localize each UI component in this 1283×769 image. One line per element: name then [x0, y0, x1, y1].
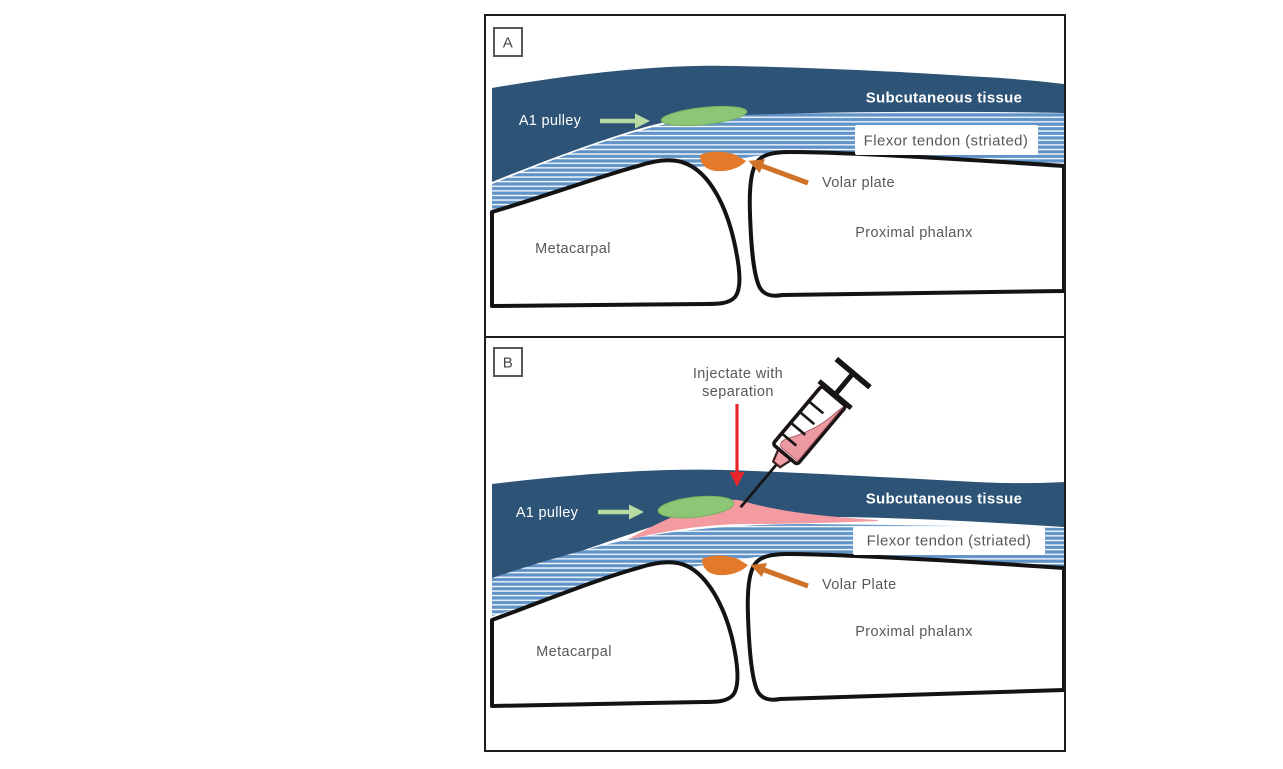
- metacarpal-label-a: Metacarpal: [535, 241, 611, 257]
- volar-plate-arrow-icon-b: [750, 563, 809, 589]
- a1-pulley-label-b: A1 pulley: [516, 505, 579, 521]
- panel-b-illustration: B Injectate with separation Subcutaneous…: [490, 347, 1064, 708]
- panel-tag-box-b: [493, 347, 523, 377]
- panel-tag-b: B: [503, 355, 513, 372]
- flexor-tendon-label-a: Flexor tendon (striated): [864, 133, 1029, 150]
- proximal-phalanx-label-b: Proximal phalanx: [855, 624, 973, 640]
- metacarpal-bone-b: [490, 560, 740, 708]
- panel-tag-a: A: [503, 35, 513, 52]
- a1-pulley-shape-a: [660, 105, 748, 127]
- proximal-phalanx-label-a: Proximal phalanx: [855, 225, 973, 241]
- volar-plate-shape-a: [700, 151, 746, 172]
- volar-plate-arrow-icon-a: [748, 159, 809, 186]
- volar-plate-label-b: Volar Plate: [822, 577, 897, 593]
- subcutaneous-tissue-label-b: Subcutaneous tissue: [866, 491, 1023, 508]
- panel-tag-box-a: [493, 27, 523, 57]
- flexor-tendon-label-b: Flexor tendon (striated): [867, 533, 1032, 550]
- panel-a-illustration: A Subcutaneous tissue A1 pulley Flexor t…: [490, 27, 1064, 308]
- panel-b: B Injectate with separation Subcutaneous…: [484, 336, 1066, 752]
- volar-plate-shape-b: [702, 555, 748, 576]
- a1-pulley-shape-b: [657, 495, 735, 519]
- flexor-tendon-label-box-b: [853, 527, 1045, 555]
- a1-pulley-label-a: A1 pulley: [519, 113, 582, 129]
- injectate-shape-b: [627, 499, 878, 540]
- subcutaneous-tissue-label-a: Subcutaneous tissue: [866, 90, 1023, 107]
- syringe-icon: [739, 356, 872, 509]
- metacarpal-bone-a: [490, 158, 742, 308]
- metacarpal-label-b: Metacarpal: [536, 644, 612, 660]
- proximal-phalanx-bone-a: [747, 150, 1064, 298]
- subcutaneous-tissue-shape-b: [492, 469, 1064, 582]
- subcutaneous-tissue-shape-a: [492, 65, 1064, 182]
- panel-a: A Subcutaneous tissue A1 pulley Flexor t…: [484, 14, 1066, 338]
- volar-plate-label-a: Volar plate: [822, 175, 895, 191]
- flexor-tendon-label-box-a: [855, 125, 1038, 155]
- injectate-label-line1: Injectate with: [693, 366, 783, 382]
- injectate-label-line2: separation: [702, 384, 774, 400]
